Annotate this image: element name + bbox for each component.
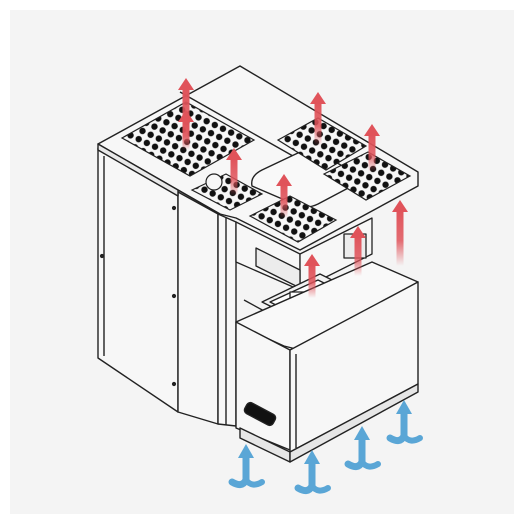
exhaust-arrow [392, 200, 408, 266]
exhaust-arrow [310, 92, 326, 146]
intake-arrow [228, 444, 265, 489]
intake-arrow [386, 400, 423, 445]
vent-grille [322, 151, 412, 201]
intake-arrow [344, 426, 381, 471]
exhaust-arrow [276, 174, 292, 218]
exhaust-arrow [178, 110, 194, 150]
sensor-port [205, 173, 223, 191]
cabinet-base [235, 261, 419, 463]
display-slot [243, 401, 277, 427]
vent-grille [276, 117, 368, 171]
cabinet-left-body [97, 147, 237, 427]
intake-arrow [294, 450, 331, 495]
exhaust-arrow [350, 226, 366, 276]
vent-grille [248, 195, 338, 243]
intake-arrows [228, 400, 423, 495]
exhaust-arrow [364, 124, 380, 172]
exhaust-arrow [226, 148, 242, 196]
exhaust-arrow [304, 254, 320, 298]
exhaust-arrows [178, 78, 408, 298]
